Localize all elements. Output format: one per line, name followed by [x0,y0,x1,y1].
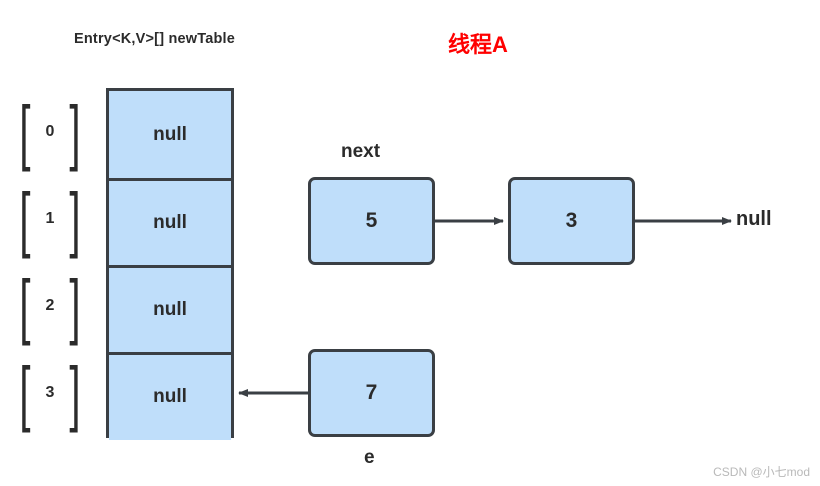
bucket-index-label: 3 [45,384,55,401]
bracket-open-icon: [ [19,91,31,173]
next-pointer-label: next [341,141,381,162]
bucket-index-0: [ 0 ] [10,96,90,169]
bucket-index-2: [ 2 ] [10,270,90,343]
bucket-index-label: 2 [45,297,55,314]
bucket-index-label: 1 [45,210,55,227]
bracket-close-icon: ] [69,178,81,260]
bucket-cell-1: null [109,178,231,266]
bucket-index-label: 0 [45,123,55,140]
bucket-cell-0: null [109,91,231,179]
bracket-open-icon: [ [19,352,31,434]
bucket-cell-2: null [109,265,231,353]
bracket-open-icon: [ [19,178,31,260]
e-pointer-label: e [364,447,375,468]
bucket-index-3: [ 3 ] [10,357,90,430]
tail-null-label: null [736,208,772,230]
list-node-7: 7 [308,349,435,437]
bracket-close-icon: ] [69,265,81,347]
bucket-cell-3: null [109,352,231,440]
bracket-close-icon: ] [69,91,81,173]
bucket-array: null null null null [106,88,234,440]
bracket-open-icon: [ [19,265,31,347]
bucket-index-1: [ 1 ] [10,183,90,256]
list-node-3: 3 [508,177,635,265]
thread-label: 线程A [448,32,508,57]
page-title: Entry<K,V>[] newTable [74,31,236,47]
list-node-5: 5 [308,177,435,265]
watermark: CSDN @小七mod [713,465,810,479]
bracket-close-icon: ] [69,352,81,434]
